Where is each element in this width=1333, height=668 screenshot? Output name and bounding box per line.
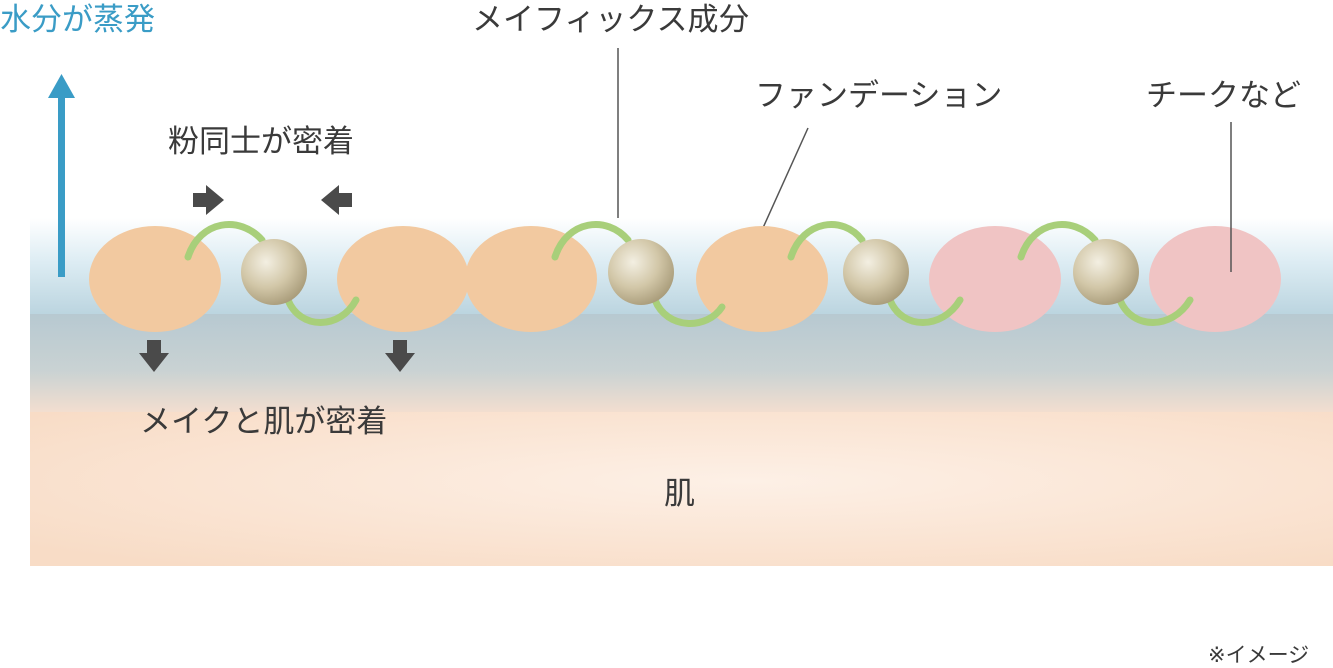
evaporation-label: 水分が蒸発 [0,2,155,38]
foundation-particle [89,226,221,332]
fix-ingredient-chain [184,221,1194,327]
evaporation-arrow [48,74,75,277]
makeup-skin-adhesion-label: メイクと肌が密着 [140,404,387,440]
powder-adhesion-label: 粉同士が密着 [168,124,354,160]
skin-label: 肌 [664,476,695,512]
fix-bead [241,239,307,305]
foundation-particle [465,226,597,332]
interface-layer [30,314,1333,416]
foundation-particle [337,226,469,332]
skin-layer [30,412,1333,566]
foundation-label: ファンデーション [755,78,1002,114]
down-arrow-icon [139,340,169,372]
fix-bead [1073,239,1139,305]
cheek-label: チークなど [1146,78,1301,114]
cheek-particle [929,226,1061,332]
mayfix-ingredient-label: メイフィックス成分 [472,2,749,38]
fix-bead [608,239,674,305]
image-note: ※イメージ [1208,643,1309,667]
right-pointing-arrow-icon [193,185,224,215]
down-arrow-icon [385,340,415,372]
left-pointing-arrow-icon [321,185,352,215]
fix-bead [843,239,909,305]
